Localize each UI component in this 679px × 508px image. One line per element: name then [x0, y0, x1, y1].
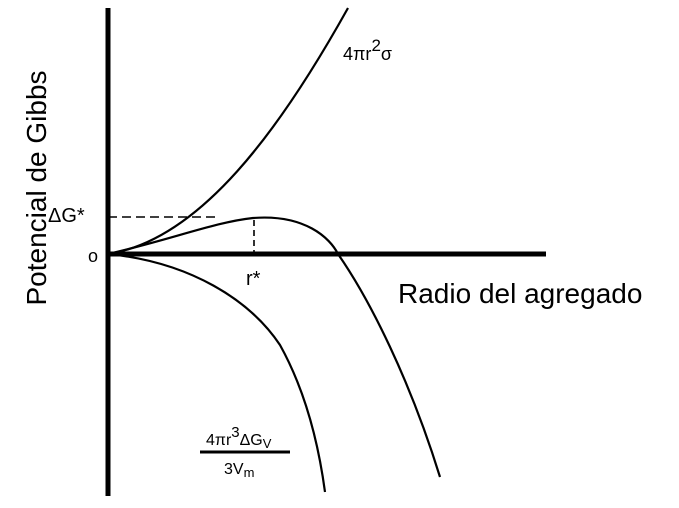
volume-term-numerator-subscript: V — [263, 436, 272, 451]
origin-label: o — [88, 246, 98, 266]
volume-term-numerator: 4πr3ΔGV — [206, 424, 272, 451]
x-axis-label: Radio del agregado — [398, 278, 642, 309]
surface-term-curve — [107, 7, 349, 256]
surface-term-tail: σ — [381, 44, 392, 64]
total-energy-curve — [107, 216, 442, 478]
surface-term-label: 4πr2σ — [343, 36, 392, 64]
volume-term-numerator-base: 4πr — [206, 432, 232, 449]
delta-g-star-label: ΔG* — [48, 205, 85, 227]
volume-term-denominator-base: 3V — [224, 461, 244, 478]
volume-term-denominator: 3Vm — [224, 461, 254, 480]
y-axis-label: Potencial de Gibbs — [21, 70, 52, 305]
surface-term-base: 4πr — [343, 44, 371, 64]
volume-term-denominator-subscript: m — [244, 465, 255, 480]
volume-term-curve — [107, 252, 327, 493]
volume-term-numerator-mid: ΔG — [240, 432, 263, 449]
r-star-label: r* — [246, 268, 261, 290]
surface-term-exponent: 2 — [371, 36, 380, 55]
volume-term-numerator-exponent: 3 — [231, 424, 239, 441]
